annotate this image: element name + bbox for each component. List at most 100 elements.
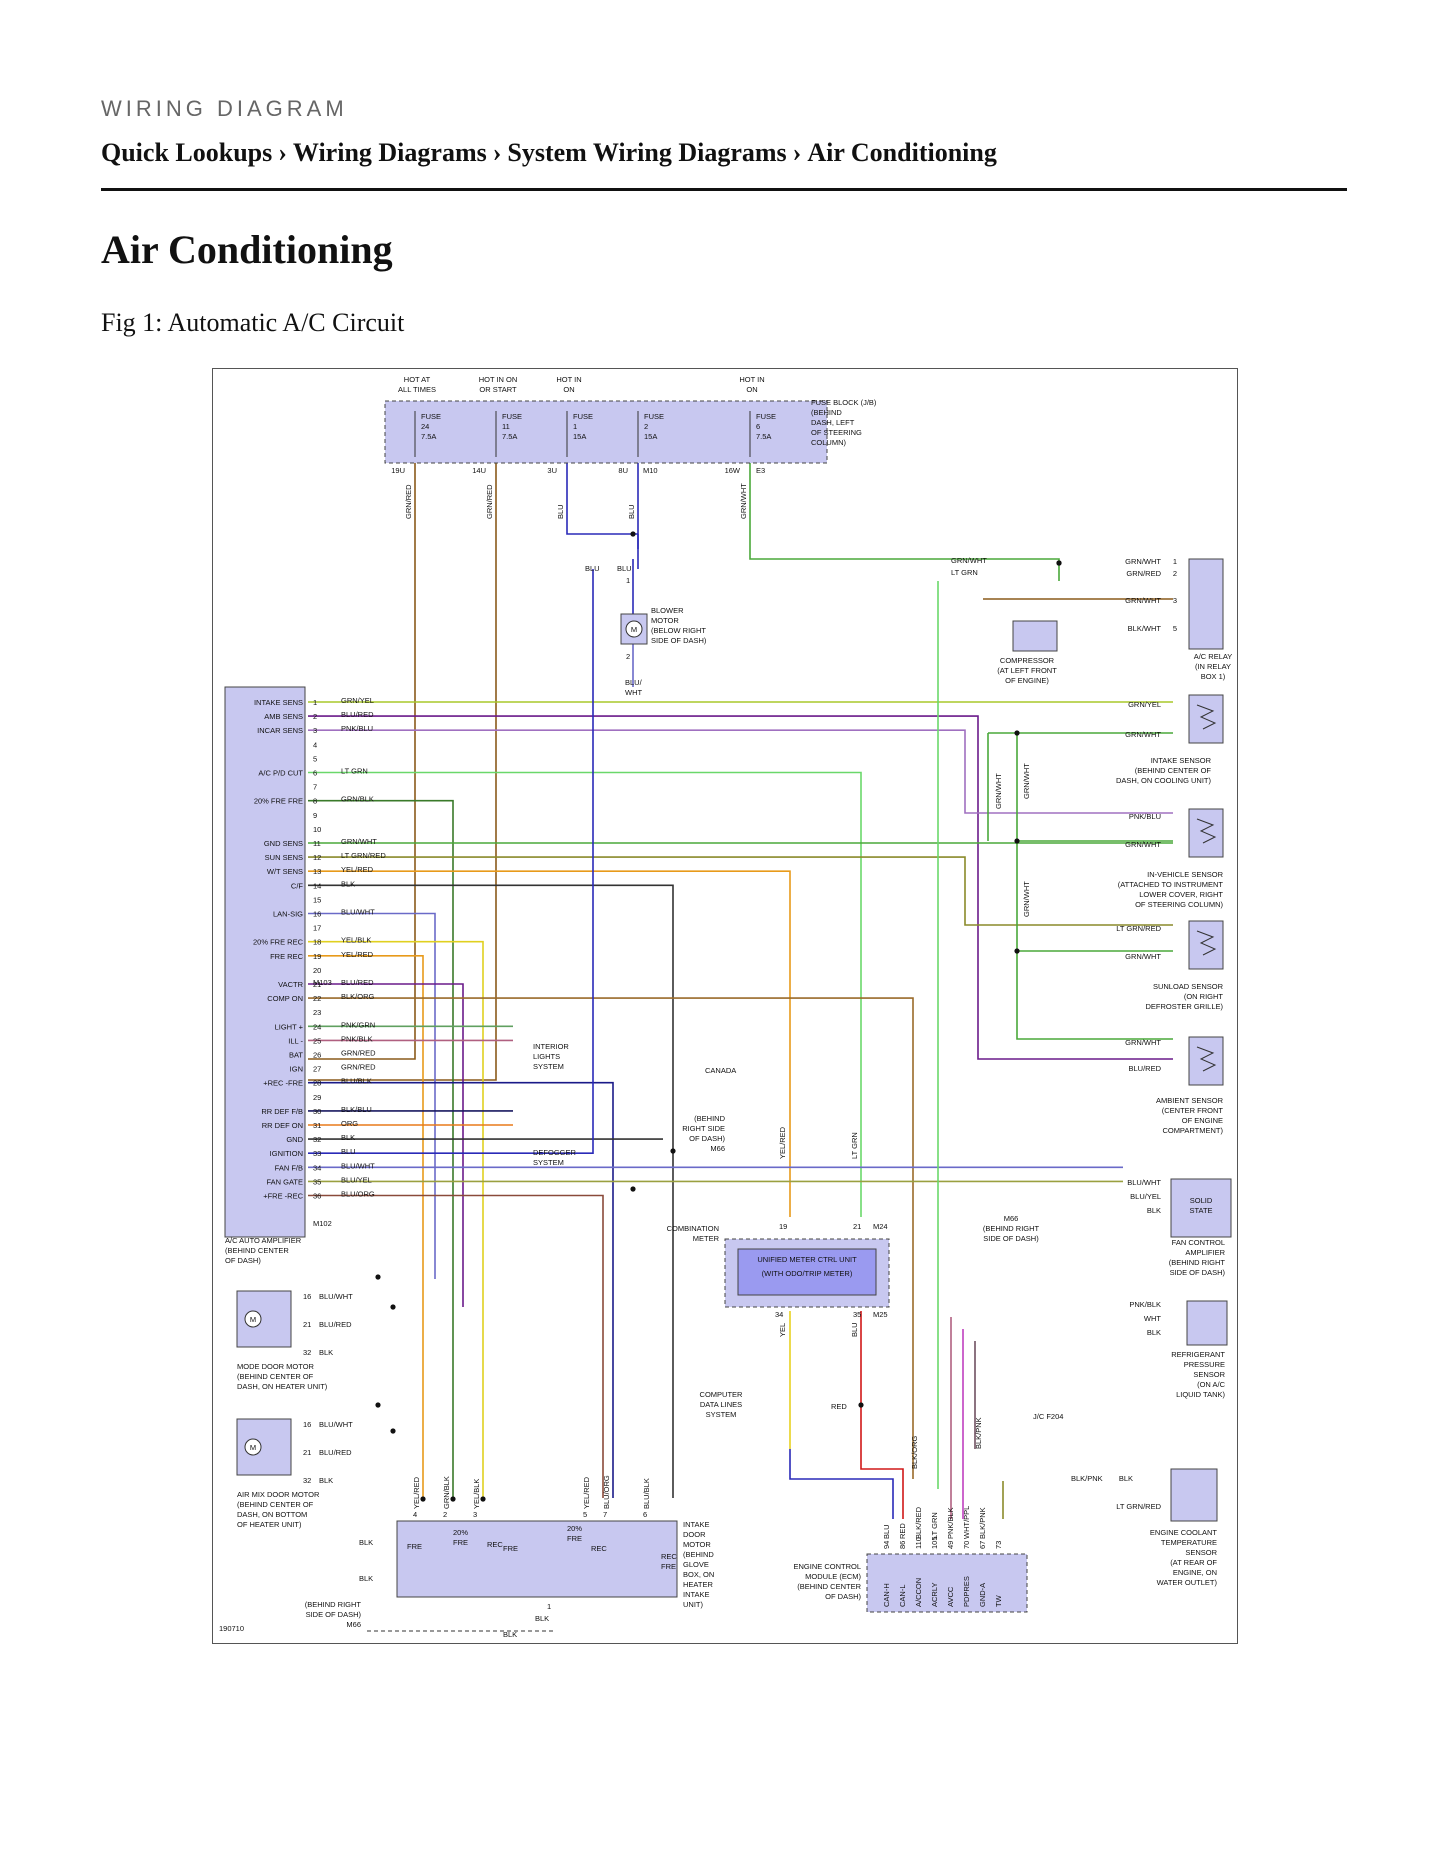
amp-signal: W/T SENS	[267, 867, 303, 876]
amp-signal: IGNITION	[270, 1149, 303, 1158]
fuse-power-label: ALL TIMES	[398, 385, 436, 394]
wire	[308, 771, 862, 1217]
compressor-label: (AT LEFT FRONT	[997, 666, 1057, 675]
wire-label: BLU	[850, 1322, 859, 1337]
amp-signal: +REC -FRE	[263, 1079, 303, 1088]
amp-signal: INCAR SENS	[257, 726, 303, 735]
switch-label: 20%	[567, 1524, 582, 1533]
resistor-symbol	[1196, 1046, 1217, 1072]
fuse-pin: 19U	[391, 466, 405, 475]
ecm	[866, 1553, 1028, 1613]
breadcrumb-item[interactable]: Quick Lookups	[101, 138, 273, 167]
refrigerant-sensor	[1186, 1300, 1228, 1346]
wire-label: WHT/PPL	[962, 1506, 971, 1539]
wire	[566, 463, 638, 535]
ground-label: (BEHIND RIGHT	[983, 1224, 1040, 1233]
amp-signal: AMB SENS	[264, 712, 303, 721]
motor-label: MOTOR	[683, 1540, 711, 1549]
breadcrumb: Quick Lookups›Wiring Diagrams›System Wir…	[101, 138, 997, 168]
ground-label: SIDE OF DASH)	[306, 1610, 362, 1619]
fan-amp-label: (BEHIND RIGHT	[1169, 1258, 1226, 1267]
sensor-label: TEMPERATURE	[1161, 1538, 1217, 1547]
breadcrumb-item[interactable]: Air Conditioning	[807, 138, 997, 167]
wire-label: BLK/PNK	[978, 1507, 987, 1539]
data-lines-label: DATA LINES	[700, 1400, 742, 1409]
amp-wire: ORG	[341, 1119, 358, 1128]
fuse-power-label: HOT AT	[404, 375, 431, 384]
wire-label: BLU/WHT	[319, 1420, 353, 1429]
amp-signal: ILL -	[288, 1036, 303, 1045]
amp-pin: 29	[313, 1093, 321, 1102]
amp-wire: LT GRN	[341, 767, 368, 776]
motor-label: (BEHIND CENTER OF	[237, 1500, 314, 1509]
fuse-pin: 16W	[725, 466, 741, 475]
splice-dot	[420, 1496, 426, 1502]
breadcrumb-item[interactable]: System Wiring Diagrams	[507, 138, 787, 167]
pin-label: 5	[1173, 624, 1177, 633]
amp-wire: GRN/RED	[341, 1063, 376, 1072]
sensor-label: SENSOR	[1185, 1548, 1217, 1557]
wire-label: GRN/WHT	[1125, 952, 1161, 961]
pin-label: 35	[853, 1310, 861, 1319]
motor-label: GLOVE	[683, 1560, 709, 1569]
wire-label: GRN/WHT	[1022, 881, 1031, 917]
wire-label: GRN/YEL	[1128, 700, 1161, 709]
motor-label: OF HEATER UNIT)	[237, 1520, 302, 1529]
pin-label: 67	[978, 1541, 987, 1549]
ecm-signal: AVCC	[946, 1586, 955, 1607]
wire	[308, 569, 594, 1155]
pin-label: 2	[626, 652, 630, 661]
amp-pin: 3	[313, 726, 317, 735]
wire-label: PNK/BLK	[946, 1507, 955, 1539]
pin-label: 21	[303, 1320, 311, 1329]
amp-pin: 23	[313, 1008, 321, 1017]
page-title: Air Conditioning	[101, 227, 393, 272]
amp-wire: GRN/BLK	[341, 795, 374, 804]
fuse-label: 1	[573, 422, 577, 431]
wire-label: YEL/BLK	[472, 1479, 481, 1509]
pin-label: 110	[914, 1537, 923, 1549]
pin-label: 3	[473, 1510, 477, 1519]
ground-label: SIDE OF DASH)	[983, 1234, 1039, 1243]
amp-wire: BLU/WHT	[341, 1161, 375, 1170]
wire-label: BLU/WHT	[319, 1292, 353, 1301]
sensor-label: AMBIENT SENSOR	[1156, 1096, 1224, 1105]
pin-label: 34	[775, 1310, 783, 1319]
resistor-symbol	[1196, 930, 1217, 956]
breadcrumb-item[interactable]: Wiring Diagrams	[292, 138, 487, 167]
wire-label: BLK/WHT	[1128, 624, 1162, 633]
ground-location-label: RIGHT SIDE	[682, 1124, 725, 1133]
ecm-label: MODULE (ECM)	[805, 1572, 861, 1581]
wire-label: BLU/	[625, 678, 643, 687]
wire-label: YEL/RED	[582, 1476, 591, 1509]
wire-label: PNK/BLK	[1129, 1300, 1161, 1309]
amp-pin: 31	[313, 1121, 321, 1130]
amp-pin: 30	[313, 1107, 321, 1116]
amp-signal: 20% FRE REC	[253, 938, 304, 947]
amp-signal: VACTR	[278, 980, 303, 989]
connector-label: M102	[313, 1219, 332, 1228]
switch-label: FRE	[661, 1562, 676, 1571]
wire-label: BLU/ORG	[602, 1475, 611, 1509]
wire-label: WHT	[1144, 1314, 1161, 1323]
amp-wire: PNK/BLU	[341, 724, 373, 733]
amp-signal: BAT	[289, 1051, 303, 1060]
fuse-label: 7.5A	[756, 432, 771, 441]
motor-m-label: M	[250, 1315, 256, 1324]
wire-label: BLU/RED	[1128, 1064, 1161, 1073]
amp-pin: 8	[313, 797, 317, 806]
switch-label: REC	[591, 1544, 607, 1553]
ecm-signal: ACRLY	[930, 1583, 939, 1607]
fuse-label: FUSE	[573, 412, 593, 421]
fuse-label: 24	[421, 422, 429, 431]
sensor-label: PRESSURE	[1184, 1360, 1225, 1369]
amp-pin: 13	[313, 867, 321, 876]
wire	[789, 1449, 894, 1519]
amp-pin: 19	[313, 952, 321, 961]
splice-dot	[480, 1496, 486, 1502]
figure-caption: Fig 1: Automatic A/C Circuit	[101, 308, 405, 337]
sensor-label: LIQUID TANK)	[1176, 1390, 1225, 1399]
amp-pin: 4	[313, 740, 317, 749]
amp-signal: RR DEF ON	[262, 1121, 303, 1130]
